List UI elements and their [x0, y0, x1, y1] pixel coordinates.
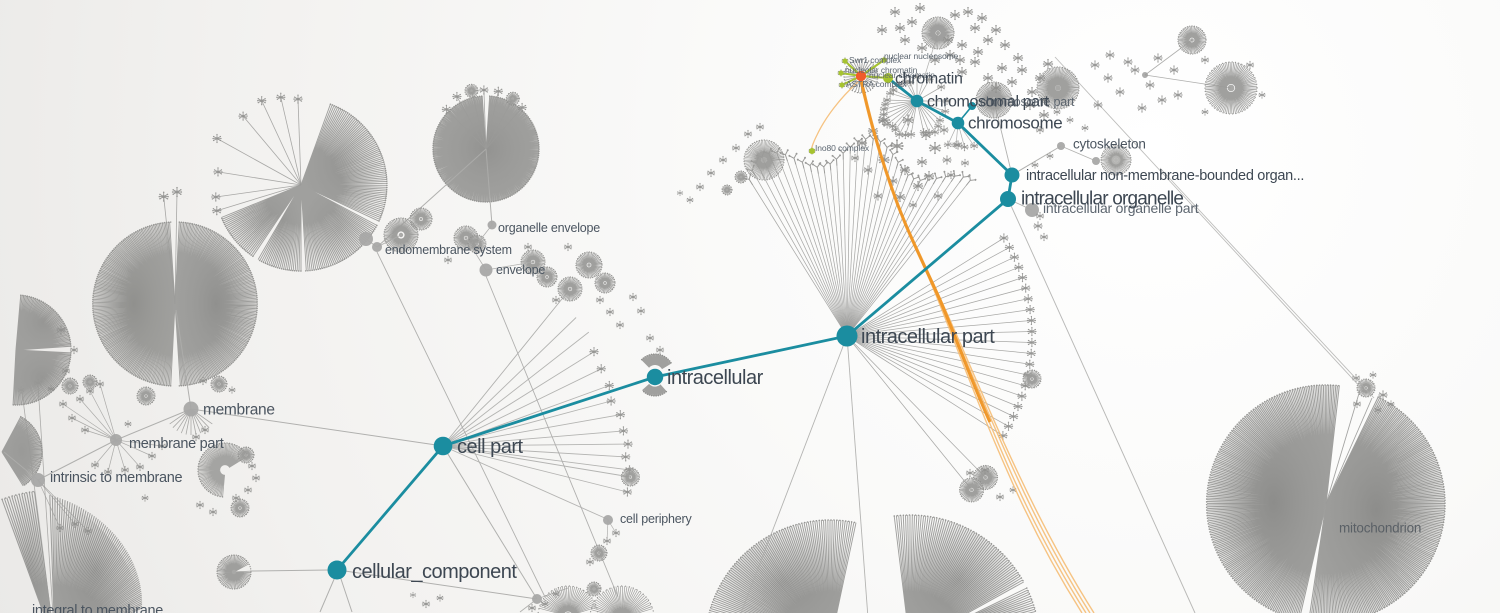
svg-text:organelle envelope: organelle envelope: [498, 221, 600, 235]
svg-text:ASTRA complex: ASTRA complex: [846, 79, 907, 89]
svg-text:chromosome part: chromosome part: [980, 95, 1075, 109]
svg-text:chromatin: chromatin: [895, 71, 963, 88]
svg-text:intracellular organelle part: intracellular organelle part: [1043, 200, 1199, 216]
svg-text:intracellular: intracellular: [667, 367, 764, 389]
svg-text:chromosomal part: chromosomal part: [927, 94, 1050, 111]
svg-text:cellular_component: cellular_component: [352, 561, 517, 583]
svg-text:mitochondrion: mitochondrion: [1339, 521, 1421, 536]
svg-text:intracellular non-membrane-bou: intracellular non-membrane-bounded organ…: [1026, 168, 1304, 184]
svg-text:cell periphery: cell periphery: [620, 512, 692, 526]
svg-text:nucleolar chromatin: nucleolar chromatin: [845, 65, 918, 75]
svg-text:membrane part: membrane part: [129, 436, 224, 452]
svg-text:Swr1 complex: Swr1 complex: [849, 55, 902, 65]
svg-text:intrinsic to membrane: intrinsic to membrane: [50, 470, 183, 486]
svg-text:integral to membrane: integral to membrane: [32, 603, 163, 613]
svg-text:endomembrane system: endomembrane system: [385, 243, 512, 257]
svg-text:nuclear nucleosome: nuclear nucleosome: [884, 51, 959, 61]
svg-text:Ino80 complex: Ino80 complex: [815, 143, 870, 153]
svg-text:envelope: envelope: [496, 263, 545, 277]
svg-text:cytoskeleton: cytoskeleton: [1073, 137, 1146, 152]
svg-text:chromosome: chromosome: [968, 114, 1062, 133]
svg-text:nuclear chromatin: nuclear chromatin: [869, 70, 935, 80]
svg-text:intracellular organelle: intracellular organelle: [1021, 189, 1183, 210]
svg-text:cell part: cell part: [457, 436, 523, 458]
svg-text:membrane: membrane: [203, 402, 275, 419]
svg-text:intracellular part: intracellular part: [861, 326, 995, 348]
